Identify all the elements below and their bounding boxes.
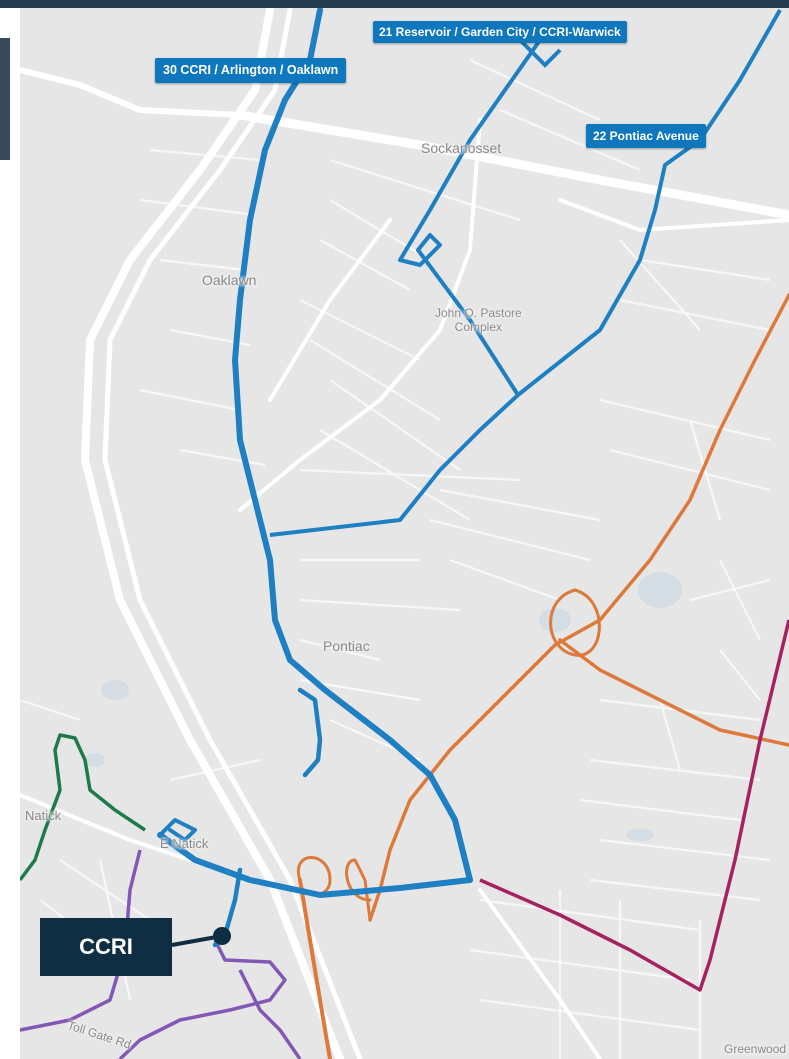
side-tab (0, 38, 10, 160)
place-greenwood: Greenwood (724, 1042, 787, 1056)
transit-map (20, 6, 789, 1059)
route-30 (157, 7, 473, 948)
route-21-spur (518, 38, 562, 68)
place-natick: Natick (25, 808, 62, 823)
highways (20, 6, 789, 1059)
place-pastore-line2: Complex (454, 320, 503, 334)
place-pontiac: Pontiac (323, 638, 370, 654)
ccri-pin[interactable] (171, 927, 231, 947)
route-21-label[interactable]: 21 Reservoir / Garden City / CCRI-Warwic… (373, 21, 627, 43)
route-orange-line (368, 293, 789, 922)
place-sockanosset: Sockanosset (421, 140, 502, 156)
place-oaklawn: Oaklawn (202, 272, 257, 288)
place-east-natick: E Natick (160, 836, 209, 851)
minor-streets (20, 59, 771, 1059)
route-22-label[interactable]: 22 Pontiac Avenue (586, 124, 706, 148)
map-frame[interactable]: Sockanosset Oaklawn John O. Pastore Comp… (20, 0, 789, 1059)
place-pastore-line1: John O. Pastore (435, 306, 522, 320)
top-bar (0, 0, 789, 8)
route-orange (296, 293, 789, 1059)
ccri-callout[interactable]: CCRI (40, 918, 172, 976)
water-features (85, 572, 682, 841)
route-magenta (479, 619, 789, 992)
place-pastore: John O. Pastore Complex (435, 306, 522, 334)
route-22-line (516, 9, 782, 397)
route-30-label[interactable]: 30 CCRI / Arlington / Oaklawn (155, 58, 347, 83)
route-21-line (269, 38, 542, 537)
route-green (20, 733, 146, 882)
